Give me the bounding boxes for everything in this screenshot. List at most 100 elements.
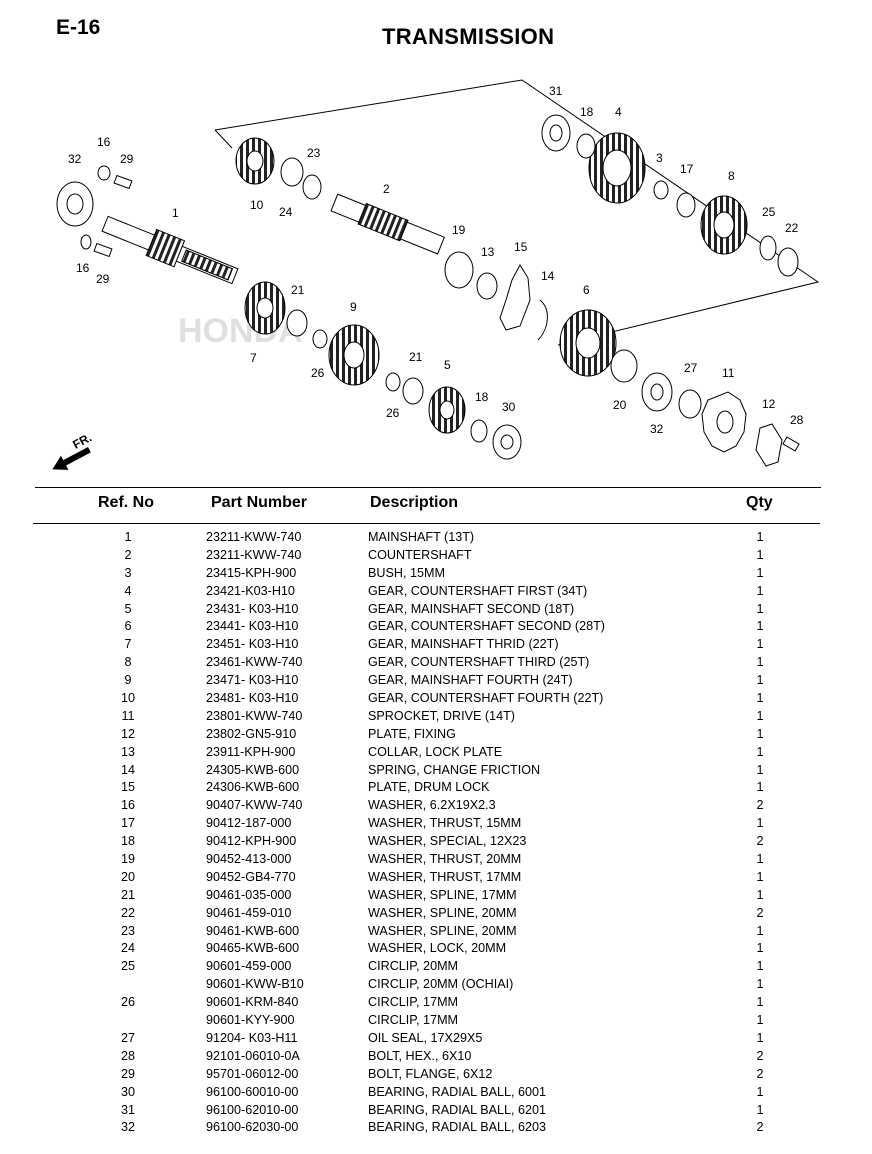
qty-cell: 1 [756,565,764,580]
part-number-cell: 90601-KYY-900 [206,1013,295,1028]
part-number-cell: 23451- K03-H10 [206,637,299,652]
callout-label: 26 [386,406,400,420]
callout-label: 21 [291,283,305,297]
washer-icon [80,133,799,443]
qty-cell: 1 [756,708,764,723]
qty-cell: 1 [756,637,764,652]
part-number-cell: 23471- K03-H10 [206,673,299,688]
callout-label: 6 [583,283,590,297]
description-cell: WASHER, LOCK, 20MM [368,941,507,956]
ref-no-cell: 15 [120,780,135,795]
qty-cell: 1 [756,1102,764,1117]
description-cell: WASHER, SPLINE, 20MM [368,905,517,920]
callout-label: 28 [790,413,804,427]
description-cell: GEAR, COUNTERSHAFT FOURTH (22T) [368,691,604,706]
description-cell: WASHER, SPLINE, 17MM [368,887,517,902]
part-number-cell: 24306-KWB-600 [206,780,300,795]
description-cell: CIRCLIP, 17MM [368,1013,459,1028]
qty-cell: 1 [756,1013,764,1028]
callout-label: 17 [680,162,694,176]
callout-label: 32 [650,422,664,436]
part-number-cell: 96100-62010-00 [206,1102,299,1117]
part-number-cell: 90407-KWW-740 [206,798,303,813]
part-number-cell: 90601-KRM-840 [206,995,299,1010]
bearing-icon [56,114,673,460]
callout-label: 10 [250,198,264,212]
description-cell: GEAR, COUNTERSHAFT THIRD (25T) [368,655,590,670]
qty-cell: 1 [756,691,764,706]
ref-no-cell: 24 [120,941,135,956]
part-number-cell: 96100-60010-00 [206,1084,299,1099]
part-number-cell: 23911-KPH-900 [206,744,296,759]
qty-cell: 1 [756,816,764,831]
ref-no-cell: 26 [120,995,135,1010]
qty-cell: 1 [756,887,764,902]
part-number-cell: 90601-KWW-B10 [206,977,304,992]
part-number-cell: 90461-035-000 [206,887,292,902]
part-number-cell: 92101-06010-0A [206,1048,300,1063]
qty-cell: 1 [756,977,764,992]
gear-icon [235,132,748,434]
callout-label: 18 [475,390,489,404]
qty-cell: 1 [756,1084,764,1099]
callout-label: 26 [311,366,325,380]
part-number-cell: 90412-187-000 [206,816,292,831]
ref-no-cell: 9 [124,673,132,688]
description-cell: BOLT, FLANGE, 6X12 [368,1066,493,1081]
description-cell: WASHER, THRUST, 17MM [368,869,522,884]
description-cell: MAINSHAFT (13T) [368,530,475,544]
ref-no-cell: 19 [120,852,135,867]
part-number-cell: 23211-KWW-740 [206,530,302,544]
ref-no-cell: 13 [120,744,135,759]
part-number-cell: 90461-459-010 [206,905,292,920]
callout-label: 29 [120,152,134,166]
table-row: 8 23461-KWW-740 GEAR, COUNTERSHAFT THIRD (… [0,654,872,672]
part-number-cell: 23461-KWW-740 [206,655,303,670]
part-number-cell: 90452-GB4-770 [206,869,296,884]
qty-cell: 1 [756,780,764,795]
callout-label: 4 [615,105,622,119]
ref-no-cell: 6 [124,619,132,634]
ref-no-cell: 2 [124,547,132,562]
direction-label: FR. [70,430,94,451]
part-number-cell: 91204- K03-H11 [206,1030,298,1045]
callout-label: 1 [172,206,179,220]
countershaft [330,193,446,255]
description-cell: GEAR, MAINSHAFT THRID (22T) [368,637,559,652]
countershaft-frame [214,79,820,346]
ref-no-cell: 12 [120,726,135,741]
ref-no-cell: 8 [124,655,132,670]
description-cell: BUSH, 15MM [368,565,445,580]
qty-cell: 2 [756,1066,764,1081]
description-cell: GEAR, MAINSHAFT SECOND (18T) [368,601,575,616]
description-cell: BEARING, RADIAL BALL, 6203 [368,1120,547,1135]
qty-cell: 1 [756,762,764,777]
part-number-cell: 23481- K03-H10 [206,691,299,706]
part-number-cell: 24305-KWB-600 [206,762,300,777]
ref-no-cell: 30 [120,1084,135,1099]
exploded-parts-diagram: HONDA [52,79,820,470]
callout-label: 30 [502,400,516,414]
ref-no-cell: 32 [120,1120,135,1135]
callout-label: 11 [722,366,735,380]
callout-label: 3 [656,151,663,165]
col-header-desc: Description [370,494,459,511]
ref-no-cell: 22 [120,905,135,920]
part-number-cell: 90461-KWB-600 [206,923,300,938]
qty-cell: 1 [756,995,764,1010]
ref-no-cell: 4 [124,583,132,598]
front-direction-arrow: FR. [52,430,94,470]
callout-label: 15 [514,240,528,254]
description-cell: GEAR, COUNTERSHAFT SECOND (28T) [368,619,605,634]
description-cell: WASHER, SPECIAL, 12X23 [368,834,527,849]
